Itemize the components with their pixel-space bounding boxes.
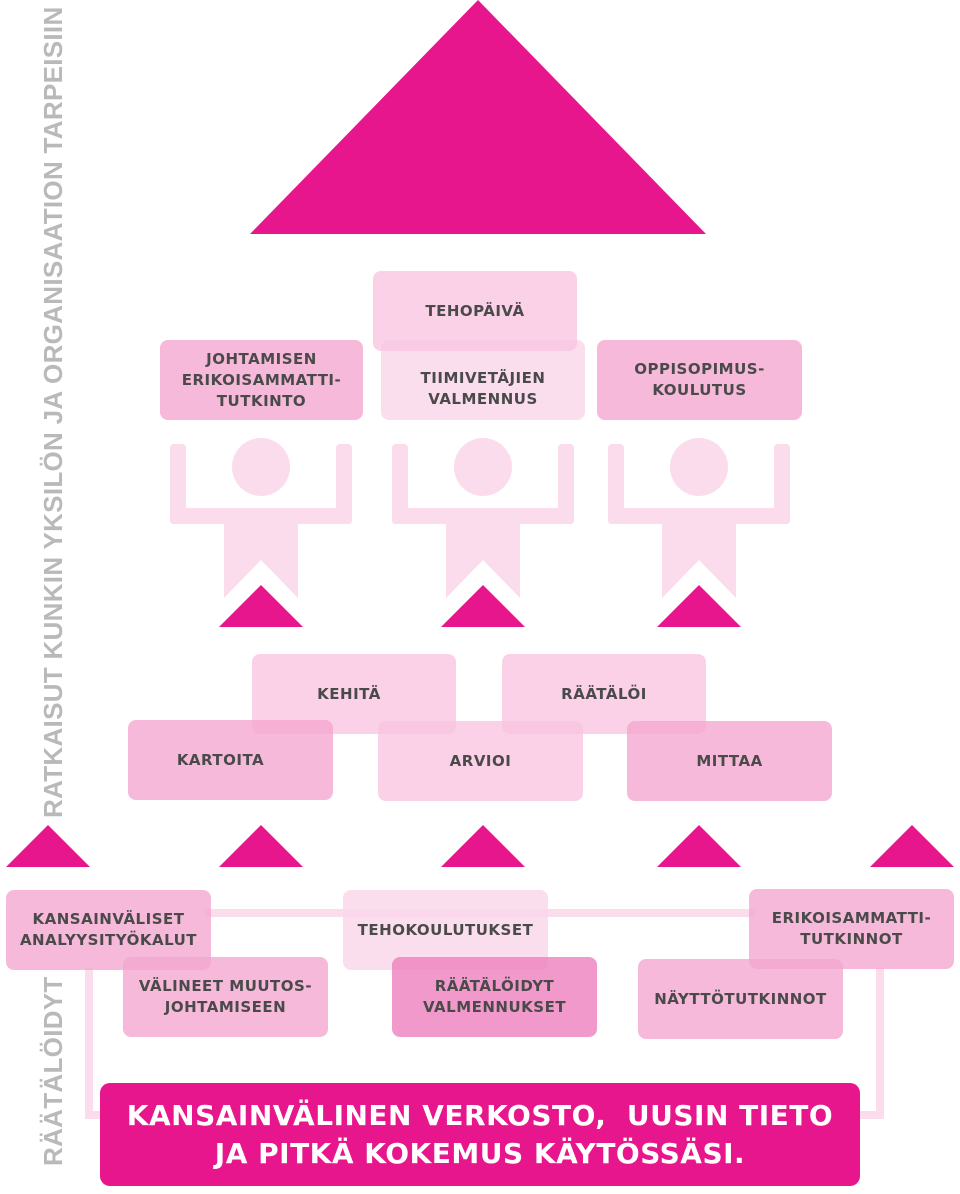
row-triangle-1 [6,825,90,867]
box-tiimivetajien-valmennus: TIIMIVETÄJIEN VALMENNUS [381,340,585,420]
box-tehokoulutukset: TEHOKOULUTUKSET [343,890,548,970]
box-kartoita: KARTOITA [128,720,333,800]
row-triangle-2 [219,825,303,867]
figure-3-triangle [657,585,741,627]
box-arvioi: ARVIOI [378,721,583,801]
box-erikoisammattitutkinnot: ERIKOISAMMATTI- TUTKINNOT [749,889,954,969]
box-johtamisen-erikoisammattitutkinto: JOHTAMISEN ERIKOISAMMATTI- TUTKINTO [160,340,363,420]
side-label-top: RATKAISUT KUNKIN YKSILÖN JA ORGANISAATIO… [38,6,68,818]
bottom-banner: KANSAINVÄLINEN VERKOSTO, UUSIN TIETO JA … [100,1083,860,1186]
box-raataloi: RÄÄTÄLÖI [502,654,706,734]
box-kansainvaliset-analyysityokalut: KANSAINVÄLISET ANALYYSITYÖKALUT [6,890,211,970]
box-nayttotutkinnot: NÄYTTÖTUTKINNOT [638,959,843,1039]
row-triangle-3 [441,825,525,867]
person-figure-3 [608,438,790,598]
person-figure-1 [170,438,352,598]
figure-1-triangle [219,585,303,627]
banner-line-1: KANSAINVÄLINEN VERKOSTO, UUSIN TIETO [126,1098,834,1132]
row-triangle-4 [657,825,741,867]
box-oppisopimuskoulutus: OPPISOPIMUS- KOULUTUS [597,340,802,420]
box-valineet-muutosjohtamiseen: VÄLINEET MUUTOS- JOHTAMISEEN [123,957,328,1037]
banner-line-2: JA PITKÄ KOKEMUS KÄYTÖSSÄSI. [214,1136,746,1170]
box-tehopaiva: TEHOPÄIVÄ [373,271,577,351]
row-triangle-5 [870,825,954,867]
figure-2-triangle [441,585,525,627]
side-label-bottom: RÄÄTÄLÖIDYT [38,976,68,1166]
box-raataloidyt-valmennukset: RÄÄTÄLÖIDYT VALMENNUKSET [392,957,597,1037]
roof-triangle [250,0,706,234]
box-mittaa: MITTAA [627,721,832,801]
person-figure-2 [392,438,574,598]
